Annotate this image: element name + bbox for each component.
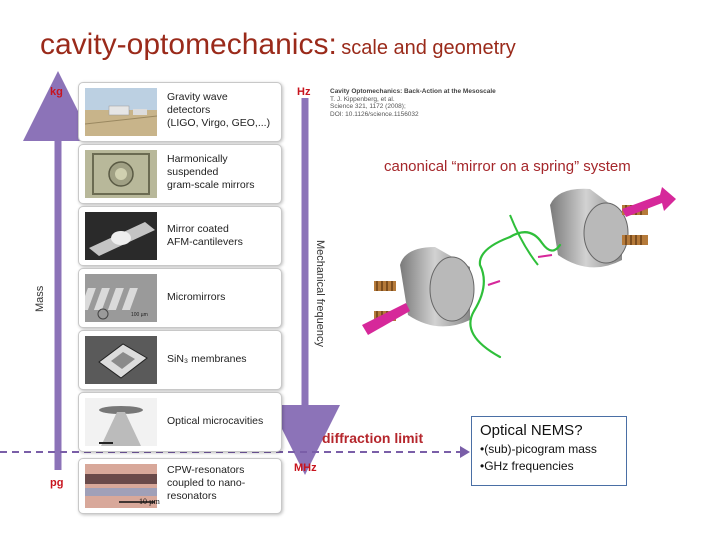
mass-axis-top: kg [50, 86, 63, 98]
panel-text-micromirrors: Micromirrors [167, 291, 226, 303]
cpw-scalebar: 10 µm [139, 497, 160, 506]
reference-doi: DOI: 10.1126/science.1156032 [330, 110, 419, 118]
nems-heading: Optical NEMS? [480, 422, 583, 439]
panel-text-membranes: SiN₃ membranes [167, 353, 247, 365]
page-title: cavity-optomechanics: scale and geometry [40, 28, 516, 62]
frequency-axis-bottom: MHz [294, 462, 317, 474]
right-laser-arrow [622, 187, 676, 217]
left-laser-arrow [362, 303, 410, 335]
reference-title: Cavity Optomechanics: Back-Action at the… [330, 88, 496, 95]
right-mirror [550, 188, 648, 268]
panel-microcavities: Optical microcavities [78, 392, 282, 452]
frequency-axis-label: Mechanical frequency [314, 240, 326, 348]
nems-bullet-frequency: •GHz frequencies [480, 459, 574, 473]
cpw-resonator-image [85, 464, 157, 508]
afm-cantilever-image [85, 212, 157, 260]
light-wave [469, 231, 562, 359]
title-sub: scale and geometry [341, 37, 516, 59]
membrane-image [85, 336, 157, 384]
title-main: cavity-optomechanics: [40, 28, 337, 61]
mass-axis-bottom: pg [50, 477, 64, 489]
diffraction-limit-label: diffraction limit [322, 430, 424, 446]
reference-journal: Science 321, 1172 (2008); [330, 103, 406, 110]
frequency-axis-top: Hz [297, 86, 311, 98]
optical-nems-box: Optical NEMS? •(sub)-picogram mass •GHz … [471, 416, 627, 486]
mass-axis-label: Mass [34, 285, 46, 312]
panel-text-gravity: Gravity wave detectors (LIGO, Virgo, GEO… [167, 91, 271, 129]
panel-membranes: SiN₃ membranes [78, 330, 282, 390]
panel-suspended-mirrors: Harmonically suspended gram-scale mirror… [78, 144, 282, 204]
paper-reference: Cavity Optomechanics: Back-Action at the… [330, 88, 500, 118]
diffraction-arrowhead [460, 446, 470, 458]
micromirror-image: 100 µm [85, 274, 157, 322]
canonical-system-label: canonical “mirror on a spring” system [384, 158, 631, 175]
panel-cpw-resonators: 10 µm CPW-resonators coupled to nano- re… [78, 458, 282, 514]
panel-text-cpw: CPW-resonators coupled to nano- resonato… [167, 464, 246, 502]
panel-text-suspended: Harmonically suspended gram-scale mirror… [167, 153, 255, 191]
ligo-photo [85, 88, 157, 136]
panel-gravity-wave: Gravity wave detectors (LIGO, Virgo, GEO… [78, 82, 282, 142]
panel-afm-cantilever: Mirror coated AFM-cantilevers [78, 206, 282, 266]
panel-text-afm: Mirror coated AFM-cantilevers [167, 223, 243, 248]
panel-micromirrors: 100 µm Micromirrors [78, 268, 282, 328]
micromirror-scalebar: 100 µm [131, 312, 148, 318]
mirror-on-spring-illustration [362, 187, 676, 359]
suspended-mirror-image [85, 150, 157, 198]
nems-bullet-mass: •(sub)-picogram mass [480, 442, 597, 456]
panel-text-microcavities: Optical microcavities [167, 415, 264, 427]
microcavity-image [85, 398, 157, 446]
reference-authors: T. J. Kippenberg, et al. [330, 95, 395, 103]
